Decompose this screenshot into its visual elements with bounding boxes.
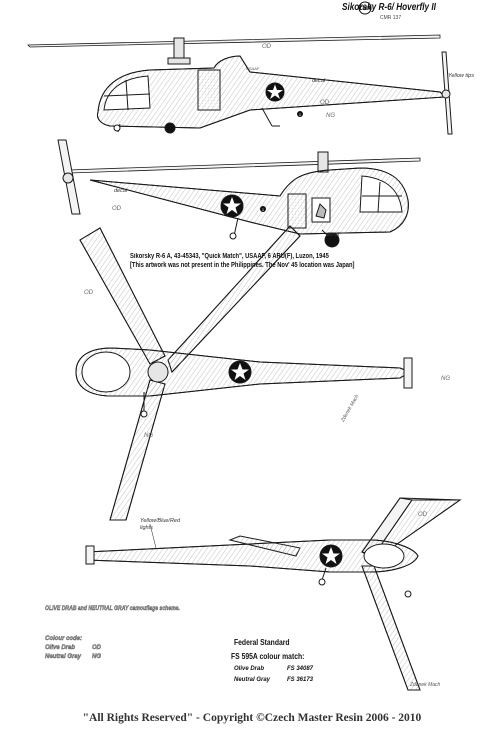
bottom-view xyxy=(85,497,462,691)
decal-note-2: decal xyxy=(114,188,128,194)
callout-7: NG xyxy=(441,376,450,382)
federal-standard-heading: Federal Standard xyxy=(234,638,290,647)
signature-2: Zdenek Mach xyxy=(410,682,441,688)
callout-2: OD xyxy=(320,100,329,106)
artwork-caption: Sikorsky R-6 A, 43-45343, "Quick Match",… xyxy=(130,252,354,270)
yellow-tips-note: Yellow tips xyxy=(448,73,474,79)
side-profile-right: USAAF xyxy=(27,34,453,135)
fs-row-olive-drab-value: FS 34087 xyxy=(287,666,314,672)
colour-code-neutral-gray-code: NG xyxy=(92,654,101,660)
copyright-line: "All Rights Reserved" - Copyright ©Czech… xyxy=(82,712,422,724)
sheet-title: Sikorsky R-6/ Hoverfly II xyxy=(342,2,436,13)
cmr-logo: CMR xyxy=(358,1,372,15)
sheet-code: CMR 137 xyxy=(380,15,402,21)
decal-note-1: decal xyxy=(312,78,326,84)
side-profile-left xyxy=(57,139,421,248)
caption-line-1: Sikorsky R-6 A, 43-45343, "Quick Match",… xyxy=(130,253,329,260)
callout-6: NG xyxy=(144,433,153,439)
camouflage-note: OLIVE DRAB and NEUTRAL GRAY camouflage s… xyxy=(45,606,180,612)
federal-standard-subheading: FS 595A colour match: xyxy=(231,652,305,661)
lights-note: Yellow/Blue/Red lights xyxy=(140,518,181,531)
callout-5: OD xyxy=(84,290,93,296)
decal-note-3: decal xyxy=(326,232,340,238)
svg-text:USAAF: USAAF xyxy=(246,66,260,71)
marker-1: 1 xyxy=(297,111,303,117)
colour-code-heading: Colour code: xyxy=(45,636,82,642)
colour-code-olive-drab-code: OD xyxy=(92,645,101,651)
caption-line-2: [This artwork was not present in the Phi… xyxy=(130,262,355,269)
callout-1: OD xyxy=(262,44,271,50)
marker-2: 1 xyxy=(260,206,266,212)
fs-row-neutral-gray-value: FS 36173 xyxy=(287,677,314,683)
marker-1-text: 1 xyxy=(299,112,302,117)
callout-4: OD xyxy=(112,206,121,212)
colour-code-olive-drab: Olive Drab xyxy=(45,645,76,651)
fs-row-olive-drab-name: Olive Drab xyxy=(234,666,265,672)
top-view xyxy=(75,225,413,521)
callout-3: NG xyxy=(326,113,335,119)
marker-2-text: 1 xyxy=(262,207,265,212)
fs-row-neutral-gray-name: Neutral Gray xyxy=(234,677,271,683)
callout-8: OD xyxy=(418,512,427,518)
logo-text: CMR xyxy=(359,6,371,12)
colour-code-neutral-gray: Neutral Gray xyxy=(45,654,82,660)
